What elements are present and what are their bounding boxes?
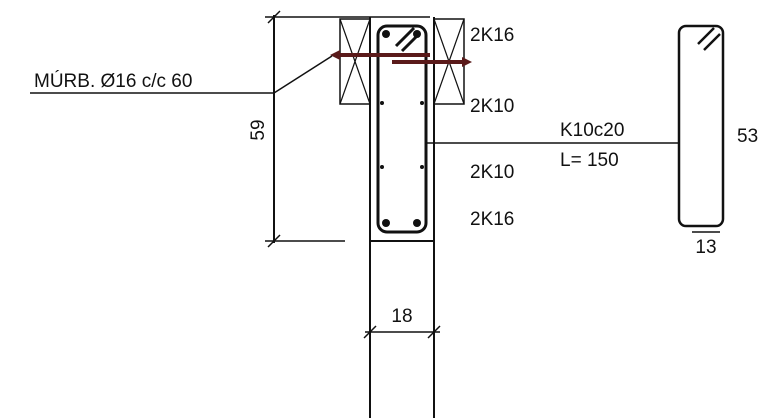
rebar-label-mid-lower: 2K10 xyxy=(470,162,514,183)
height-dimension: 59 xyxy=(248,10,430,248)
stirrup-detail: 53 13 xyxy=(677,24,758,258)
stirrup-height-label: 53 xyxy=(737,126,758,147)
width-dimension: 18 xyxy=(363,306,441,339)
stirrup-spec-group: K10c20 L= 150 xyxy=(426,120,678,171)
rebar-label-mid-upper: 2K10 xyxy=(470,96,514,117)
height-dimension-label: 59 xyxy=(248,119,269,140)
stirrup-length-label: L= 150 xyxy=(560,150,619,171)
anchor-bars xyxy=(330,50,472,67)
stirrup-width-label: 13 xyxy=(695,237,716,258)
stirrup-spec-label: K10c20 xyxy=(560,120,624,141)
rebar-label-top: 2K16 xyxy=(470,25,514,46)
width-dimension-label: 18 xyxy=(391,306,412,327)
beam-outline xyxy=(369,17,435,418)
rebar-dots xyxy=(380,30,424,227)
rebar-label-bottom: 2K16 xyxy=(470,209,514,230)
anchor-label-group: MÚRB. Ø16 c/c 60 xyxy=(30,55,333,94)
anchor-label: MÚRB. Ø16 c/c 60 xyxy=(34,70,192,92)
masonry-block-left xyxy=(339,18,371,105)
